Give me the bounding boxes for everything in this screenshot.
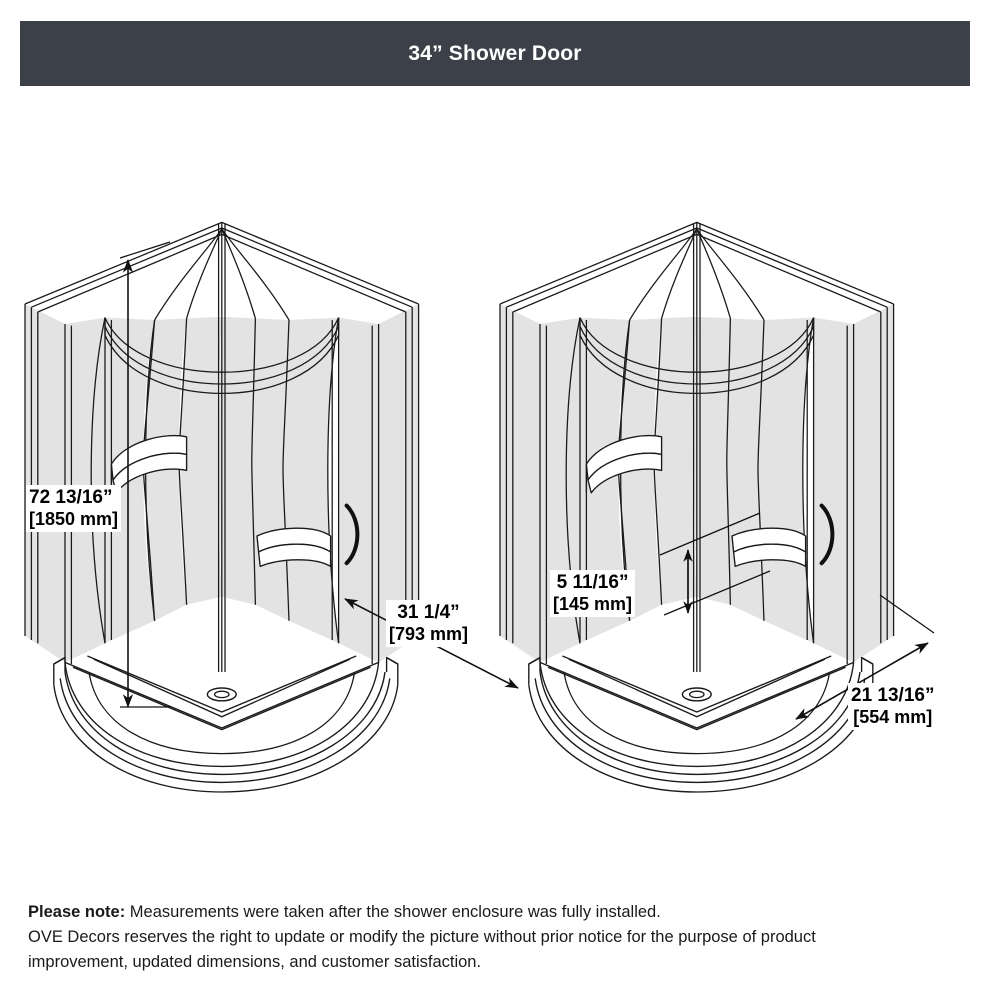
dimension-value-inches: 5 11/16” bbox=[556, 572, 629, 593]
dimension-value-inches: 72 13/16” bbox=[29, 487, 113, 508]
dimension-value-mm: [793 mm] bbox=[389, 624, 469, 645]
shower-enclosure-drawing bbox=[0, 95, 935, 865]
dimension-height bbox=[119, 241, 171, 708]
dimension-label-depth: 21 13/16” [554 mm] bbox=[848, 683, 938, 731]
dimension-label-width: 31 1/4” [793 mm] bbox=[386, 600, 472, 648]
footer-line-1: Please note: Measurements were taken aft… bbox=[28, 900, 948, 925]
dimension-value-mm: [554 mm] bbox=[853, 707, 933, 728]
dimension-label-threshold: 5 11/16” [145 mm] bbox=[550, 570, 636, 618]
page-title: 34” Shower Door bbox=[408, 41, 582, 65]
dimension-value-mm: [145 mm] bbox=[553, 594, 633, 615]
dimension-label-height: 72 13/16” [1850 mm] bbox=[26, 485, 122, 533]
header-bar: 34” Shower Door bbox=[20, 21, 970, 86]
dimension-threshold bbox=[659, 512, 771, 616]
footer-line-2: OVE Decors reserves the right to update … bbox=[28, 928, 816, 947]
shower-view-right bbox=[500, 222, 894, 792]
dimension-value-mm: [1850 mm] bbox=[29, 509, 119, 530]
footer-note: Please note: Measurements were taken aft… bbox=[28, 900, 948, 975]
dimension-value-inches: 31 1/4” bbox=[397, 602, 460, 623]
footer-lead: Please note: bbox=[28, 903, 126, 921]
dimension-value-inches: 21 13/16” bbox=[851, 685, 935, 706]
footer-line-1-rest: Measurements were taken after the shower… bbox=[125, 903, 661, 921]
footer-line-3: improvement, updated dimensions, and cus… bbox=[28, 953, 482, 972]
dimension-depth bbox=[795, 594, 935, 720]
